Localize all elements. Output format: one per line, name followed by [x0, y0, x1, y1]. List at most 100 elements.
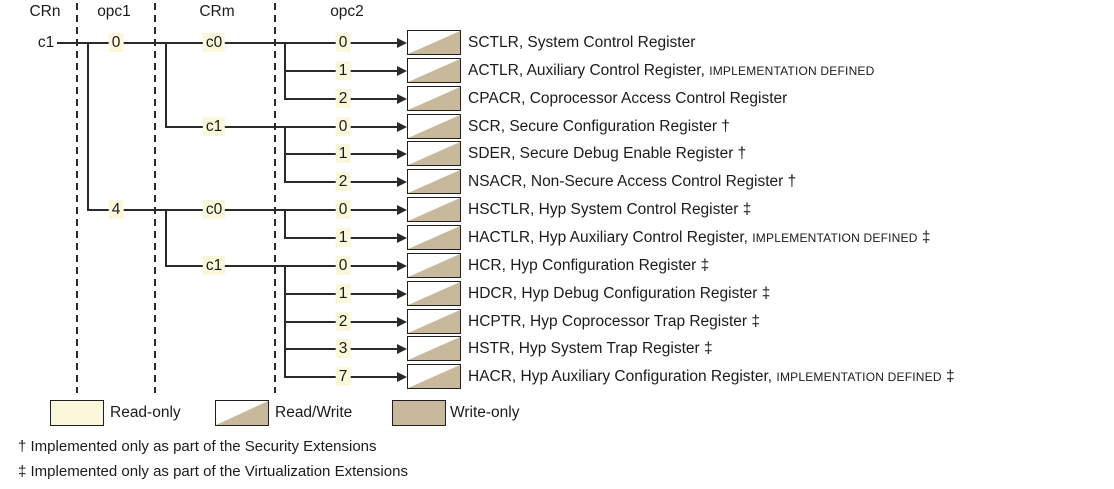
- legend-swatch-write-only: [392, 400, 446, 426]
- arrowhead-icon: [397, 343, 407, 354]
- register-name: HACR, Hyp Auxiliary Configuration Regist…: [468, 367, 955, 387]
- register-name: HCPTR, Hyp Coprocessor Trap Register ‡: [468, 312, 760, 332]
- register-name-text: HCR, Hyp Configuration Register ‡: [468, 257, 710, 274]
- register-name: ACTLR, Auxiliary Control Register, IMPLE…: [468, 61, 875, 81]
- opc2-value: 1: [335, 144, 351, 163]
- legend-label-write-only: Write-only: [450, 404, 520, 421]
- tree-branch-vertical: [165, 42, 167, 128]
- opc2-value: 0: [335, 256, 351, 275]
- register-access-box-read-write: [407, 225, 461, 250]
- column-header-crn: CRn: [29, 3, 61, 20]
- column-header-opc1: opc1: [97, 3, 131, 20]
- opc1-value: 0: [108, 33, 124, 52]
- opc2-value: 3: [335, 339, 351, 358]
- register-access-box-read-write: [407, 336, 461, 361]
- opc2-value: 0: [335, 200, 351, 219]
- column-header-opc2: opc2: [330, 3, 364, 20]
- arrowhead-icon: [397, 260, 407, 271]
- register-access-box-read-write: [407, 141, 461, 166]
- register-name-text: HCPTR, Hyp Coprocessor Trap Register ‡: [468, 313, 761, 330]
- register-name: SCR, Secure Configuration Register †: [468, 117, 730, 137]
- register-name-text: NSACR, Non-Secure Access Control Registe…: [468, 173, 797, 190]
- register-access-box-read-write: [407, 253, 461, 278]
- register-name: HSCTLR, Hyp System Control Register ‡: [468, 200, 751, 220]
- column-divider-crn-opc1: [76, 3, 78, 393]
- register-access-box-read-write: [407, 114, 461, 139]
- tree-branch-vertical: [284, 42, 286, 100]
- opc2-value: 0: [335, 33, 351, 52]
- arrowhead-icon: [397, 288, 407, 299]
- opc2-value: 1: [335, 228, 351, 247]
- register-name: SCTLR, System Control Register: [468, 33, 695, 53]
- legend-label-read-only: Read-only: [110, 404, 181, 421]
- register-name-text: CPACR, Coprocessor Access Control Regist…: [468, 90, 788, 107]
- register-access-box-read-write: [407, 309, 461, 334]
- opc2-value: 7: [335, 367, 351, 386]
- crm-value: c0: [202, 200, 226, 219]
- register-name: HACTLR, Hyp Auxiliary Control Register, …: [468, 228, 931, 248]
- register-name-text: HACTLR, Hyp Auxiliary Control Register,: [468, 229, 753, 246]
- column-divider-crm-opc2: [274, 3, 276, 393]
- register-access-box-read-write: [407, 281, 461, 306]
- tree-branch-vertical: [284, 209, 286, 239]
- register-access-box-read-write: [407, 86, 461, 111]
- register-name-text: SCR, Secure Configuration Register †: [468, 118, 730, 135]
- crm-value: c1: [202, 256, 226, 275]
- register-name: HCR, Hyp Configuration Register ‡: [468, 256, 709, 276]
- opc1-value: 4: [108, 200, 124, 219]
- tree-branch-vertical: [165, 209, 167, 267]
- arrowhead-icon: [397, 176, 407, 187]
- column-header-crm: CRm: [199, 3, 235, 20]
- arrowhead-icon: [397, 316, 407, 327]
- register-access-box-read-write: [407, 58, 461, 83]
- register-name-text: SCTLR, System Control Register: [468, 34, 696, 51]
- arrowhead-icon: [397, 37, 407, 48]
- tree-branch-line: [87, 209, 397, 211]
- opc2-value: 1: [335, 284, 351, 303]
- tree-branch-line: [57, 42, 397, 44]
- tree-branch-vertical: [284, 265, 286, 378]
- tree-branch-vertical: [87, 42, 89, 211]
- register-name-text: HACR, Hyp Auxiliary Configuration Regist…: [468, 368, 777, 385]
- legend-label-read-write: Read/Write: [275, 404, 353, 421]
- tree-branch-vertical: [284, 126, 286, 183]
- opc2-value: 1: [335, 61, 351, 80]
- register-name: HSTR, Hyp System Trap Register ‡: [468, 339, 713, 359]
- tree-branch-line: [165, 265, 397, 267]
- opc2-value: 0: [335, 117, 351, 136]
- opc2-value: 2: [335, 312, 351, 331]
- register-access-box-read-write: [407, 364, 461, 389]
- footnote-security-extensions: † Implemented only as part of the Securi…: [18, 438, 377, 455]
- arrowhead-icon: [397, 204, 407, 215]
- legend-swatch-read-write: [215, 400, 269, 426]
- register-name: NSACR, Non-Secure Access Control Registe…: [468, 172, 796, 192]
- opc2-value: 2: [335, 89, 351, 108]
- arrowhead-icon: [397, 65, 407, 76]
- register-name-text: HSCTLR, Hyp System Control Register ‡: [468, 201, 752, 218]
- crn-value: c1: [37, 34, 55, 51]
- register-name-suffix: ‡: [917, 229, 931, 246]
- arrowhead-icon: [397, 232, 407, 243]
- arrowhead-icon: [397, 371, 407, 382]
- implementation-defined-text: IMPLEMENTATION DEFINED: [752, 231, 918, 245]
- register-name: SDER, Secure Debug Enable Register †: [468, 144, 746, 164]
- implementation-defined-text: IMPLEMENTATION DEFINED: [776, 370, 942, 384]
- implementation-defined-text: IMPLEMENTATION DEFINED: [709, 64, 875, 78]
- register-access-box-read-write: [407, 197, 461, 222]
- register-name-suffix: ‡: [941, 368, 955, 385]
- register-access-box-read-write: [407, 30, 461, 55]
- register-name: CPACR, Coprocessor Access Control Regist…: [468, 89, 787, 109]
- register-name-text: HDCR, Hyp Debug Configuration Register ‡: [468, 285, 771, 302]
- register-name-text: ACTLR, Auxiliary Control Register,: [468, 62, 710, 79]
- crm-value: c1: [202, 117, 226, 136]
- register-name-text: HSTR, Hyp System Trap Register ‡: [468, 340, 713, 357]
- tree-branch-line: [165, 126, 397, 128]
- register-name-text: SDER, Secure Debug Enable Register †: [468, 145, 747, 162]
- opc2-value: 2: [335, 172, 351, 191]
- crm-value: c0: [202, 33, 226, 52]
- arrowhead-icon: [397, 148, 407, 159]
- column-divider-opc1-crm: [154, 3, 156, 393]
- register-name: HDCR, Hyp Debug Configuration Register ‡: [468, 284, 770, 304]
- arrowhead-icon: [397, 121, 407, 132]
